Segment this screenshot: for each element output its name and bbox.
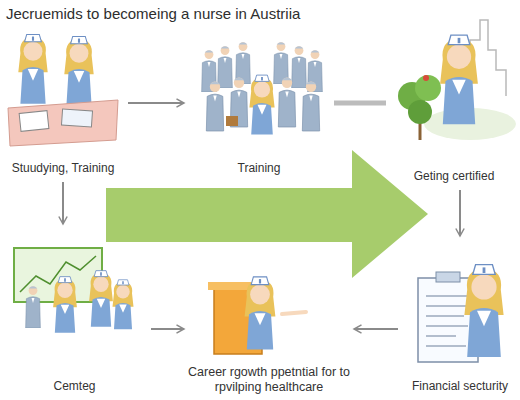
flow-arrow bbox=[334, 101, 386, 106]
flow-arrow bbox=[354, 328, 398, 330]
flow-arrow bbox=[459, 190, 461, 236]
step-node: Cemteg bbox=[2, 228, 147, 396]
studying-scene bbox=[8, 34, 118, 146]
step-node: Stuudying, Training bbox=[2, 28, 124, 178]
diagram-title: Jecruemids to becomeing a nurse in Austr… bbox=[6, 5, 300, 22]
financial-scene bbox=[418, 265, 504, 362]
flow-arrow bbox=[62, 182, 64, 224]
step-caption: Geting certified bbox=[390, 170, 518, 184]
step-caption: Stuudying, Training bbox=[2, 162, 124, 176]
classroom-scene bbox=[14, 248, 134, 333]
step-node: Financial secturity bbox=[402, 240, 518, 396]
flow-arrow bbox=[128, 102, 184, 104]
career-scene bbox=[208, 277, 306, 354]
step-caption: Training bbox=[188, 162, 330, 176]
certified-scene bbox=[398, 20, 516, 140]
step-caption: Financial secturity bbox=[402, 380, 518, 394]
progress-arrow bbox=[106, 150, 428, 278]
flow-arrow bbox=[151, 328, 184, 330]
training-crowd bbox=[202, 42, 323, 134]
step-caption: Career rgowth ppetntial for to rpvilping… bbox=[188, 365, 350, 394]
step-node: Geting certified bbox=[390, 4, 518, 186]
step-caption: Cemteg bbox=[2, 380, 147, 394]
step-node: Career rgowth ppetntial for to rpvilping… bbox=[188, 262, 350, 396]
step-node: Training bbox=[188, 28, 330, 178]
